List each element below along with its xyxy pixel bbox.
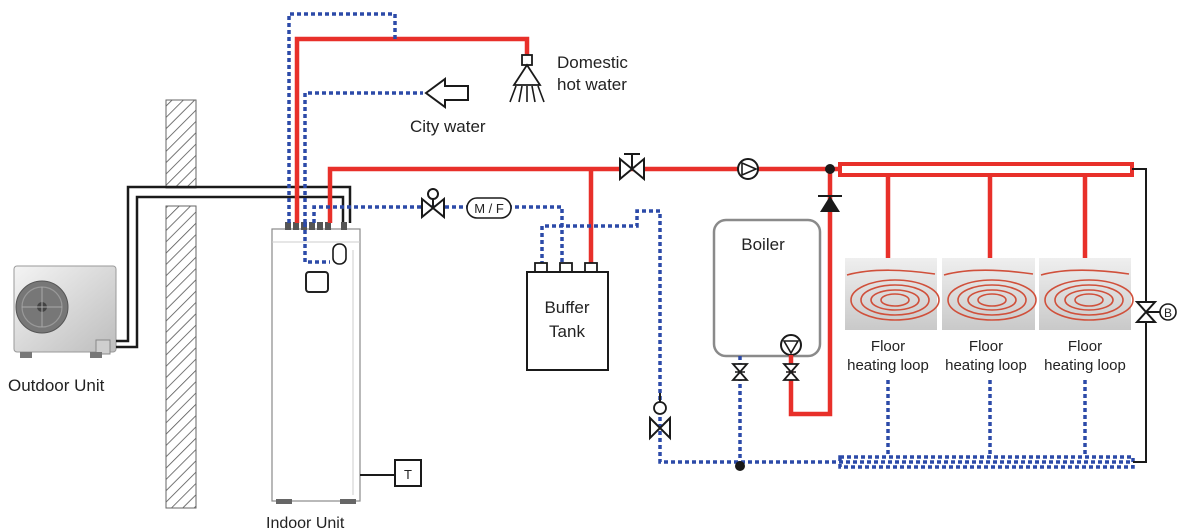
wall <box>165 99 197 509</box>
floor-loop-1-label-1: Floor <box>871 338 905 355</box>
floor-return-drops <box>886 380 1087 457</box>
return-junction <box>735 461 745 471</box>
mf-label: M / F <box>474 201 504 216</box>
outdoor-unit-label: Outdoor Unit <box>8 376 105 395</box>
boiler-valve-right-icon <box>782 363 800 381</box>
floor-loop-2-label-2: heating loop <box>945 357 1027 374</box>
floor-loop-image-2 <box>942 258 1037 330</box>
buffer-tank-label-1: Buffer <box>544 298 589 317</box>
floor-loop-3-label-1: Floor <box>1068 338 1102 355</box>
dhw-label-2: hot water <box>557 75 627 94</box>
city-water-pipe <box>303 91 423 223</box>
heating-supply-pipe <box>327 166 838 223</box>
arrow-left-icon <box>424 77 469 109</box>
thermostat-label: T <box>404 467 412 482</box>
manifold-drops <box>885 175 1088 258</box>
internal-return-pipe <box>303 223 330 264</box>
floor-loop-image-3 <box>1039 258 1134 330</box>
supply-valve-icon <box>619 153 645 182</box>
indoor-unit <box>271 222 361 504</box>
boiler-valve-left-icon <box>731 363 749 381</box>
buffer-tank <box>526 262 609 371</box>
indoor-unit-label: Indoor Unit <box>266 515 345 531</box>
dhw-supply-pipe <box>294 36 530 223</box>
shower-head-icon <box>509 54 545 103</box>
floor-loop-image-1 <box>845 258 940 330</box>
mixing-valve-icon <box>649 393 671 441</box>
outdoor-unit <box>13 265 117 358</box>
floor-loop-1-label-2: heating loop <box>847 357 929 374</box>
dhw-label-1: Domestic <box>557 53 628 72</box>
boiler <box>712 218 822 358</box>
boiler-supply-pipe <box>788 169 833 417</box>
floor-loop-2-label-1: Floor <box>969 338 1003 355</box>
return-manifold <box>838 455 1135 469</box>
circulation-pump-icon <box>737 158 759 180</box>
motorized-valve-icon <box>421 188 445 220</box>
boiler-pump-icon <box>780 334 802 356</box>
floor-loop-3-label-2: heating loop <box>1044 357 1126 374</box>
thermostat <box>394 459 422 487</box>
internal-pump-icon <box>332 243 347 265</box>
supply-manifold <box>838 162 1134 177</box>
supply-junction <box>825 164 835 174</box>
dhw-return-pipe <box>287 12 397 223</box>
bypass-valve-icon <box>1134 301 1177 323</box>
city-water-label: City water <box>410 117 486 136</box>
magnetic-filter <box>466 197 512 219</box>
main-return-pipe <box>540 209 1133 464</box>
check-valve-icon <box>820 196 840 212</box>
boiler-label: Boiler <box>741 235 785 254</box>
bypass-valve-label: B <box>1164 306 1172 320</box>
buffer-tank-label-2: Tank <box>549 322 585 341</box>
